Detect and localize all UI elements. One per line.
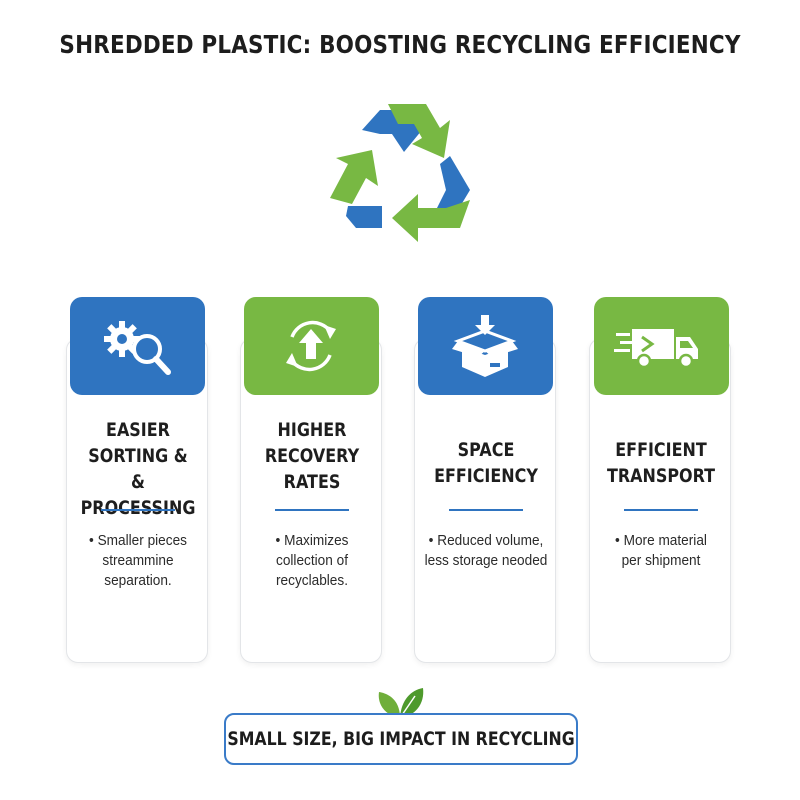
card-header bbox=[594, 297, 729, 395]
refresh-upload-icon bbox=[286, 320, 336, 372]
card-bullet: • More material per shipment bbox=[615, 533, 707, 569]
gear-magnifier-icon bbox=[104, 321, 171, 375]
box-compress-icon bbox=[452, 315, 518, 377]
recycle-icon bbox=[330, 104, 470, 242]
card-title: HIGHER RECOVERY RATES bbox=[264, 419, 360, 493]
card-title: SPACE EFFICIENCY bbox=[434, 439, 538, 487]
card-title: EFFICIENT TRANSPORT bbox=[606, 439, 716, 487]
card-bullet: • Maximizes collection of recyclables. bbox=[275, 533, 349, 589]
card-title: EASIER SORTING & & PROCESSING bbox=[80, 419, 196, 519]
footer-text: SMALL SIZE, BIG IMPACT IN RECYCLING bbox=[227, 728, 575, 750]
card-bullet: • Smaller pieces streammine separation. bbox=[89, 533, 187, 589]
card-divider bbox=[449, 509, 523, 511]
card-header bbox=[70, 297, 205, 395]
card-header bbox=[244, 297, 379, 395]
footer-banner: SMALL SIZE, BIG IMPACT IN RECYCLING bbox=[224, 713, 578, 765]
card-bullet: • Reduced volume, less storage neoded bbox=[424, 533, 548, 569]
card-divider bbox=[275, 509, 349, 511]
card-divider bbox=[624, 509, 698, 511]
delivery-truck-icon bbox=[614, 329, 698, 369]
card-divider bbox=[101, 509, 175, 511]
card-header bbox=[418, 297, 553, 395]
page-title: SHREDDED PLASTIC: BOOSTING RECYCLING EFF… bbox=[59, 30, 741, 59]
